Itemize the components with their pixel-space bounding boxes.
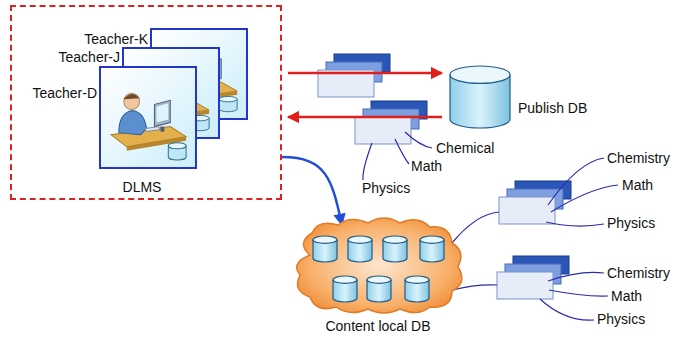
subject-label: Chemical (436, 140, 494, 156)
document-stack (318, 54, 390, 97)
teacher-panel: Teacher-D (99, 66, 197, 169)
flow-arrow (288, 116, 442, 119)
node-label: Teacher-D (32, 85, 97, 101)
flow-arrow (288, 72, 442, 75)
cloud-database: Content local DB (288, 215, 468, 337)
node-label: Publish DB (518, 100, 587, 116)
subject-label: Math (611, 288, 642, 304)
document-stack (355, 101, 427, 144)
teacher-illustration (101, 68, 195, 167)
subject-label: Math (411, 158, 442, 174)
subject-label: Chemistry (607, 150, 670, 166)
node-label: Teacher-K (84, 31, 148, 47)
subject-label: Physics (362, 180, 410, 196)
subject-label: Physics (607, 215, 655, 231)
system-group: DLMSTeacher-KTeacher-JTeacher-D (10, 5, 282, 200)
database-cylinder: Publish DB (448, 64, 512, 132)
flow-arrow (282, 157, 342, 225)
document-stack (499, 181, 571, 224)
subject-label: Math (622, 177, 653, 193)
subject-label: Physics (597, 311, 645, 327)
subject-label: Chemistry (607, 265, 670, 281)
cloud-shape (288, 215, 468, 317)
node-label: Teacher-J (59, 49, 120, 65)
node-label: DLMS (88, 179, 196, 195)
database-cylinder (448, 64, 512, 132)
node-label: Content local DB (284, 318, 472, 334)
